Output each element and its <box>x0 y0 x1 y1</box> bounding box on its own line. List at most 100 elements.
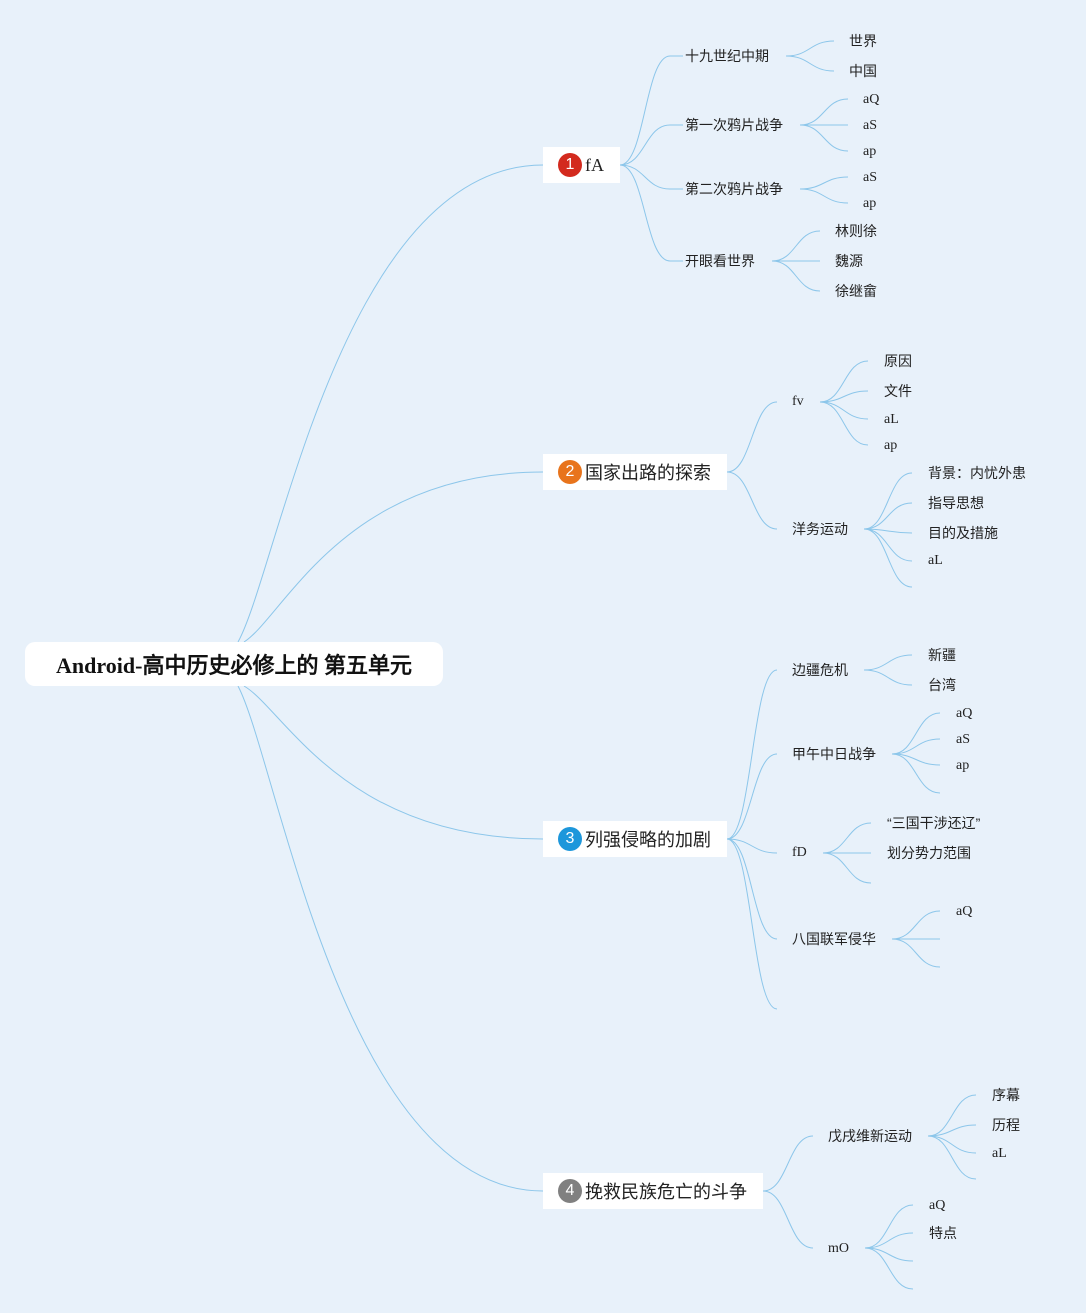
subtopic-node[interactable]: mO <box>828 1241 849 1256</box>
subtopic-node[interactable]: 边疆危机 <box>792 662 848 678</box>
branch-4[interactable]: 4 挽救民族危亡的斗争 <box>543 1173 763 1209</box>
root-connector-line <box>243 471 544 643</box>
connector-line <box>864 1204 914 1249</box>
leaf-node[interactable]: ap <box>863 196 877 211</box>
connector-line <box>619 55 671 166</box>
branch-3[interactable]: 3 列强侵略的加剧 <box>543 821 727 857</box>
subtopic-node[interactable]: 十九世纪中期 <box>685 48 769 64</box>
leaf-node[interactable]: 序幕 <box>992 1087 1020 1103</box>
connector-line <box>863 669 913 686</box>
leaf-node[interactable]: aQ <box>956 904 973 919</box>
leaf-node[interactable]: 原因 <box>884 353 912 369</box>
leaf-node[interactable]: 目的及措施 <box>928 525 998 541</box>
subtopic-node[interactable]: 甲午中日战争 <box>792 746 876 762</box>
leaf-node[interactable]: aQ <box>863 92 880 107</box>
root-connector-line <box>237 164 544 643</box>
root-connector-line <box>237 685 544 1192</box>
leaf-node[interactable]: aL <box>884 412 899 427</box>
leaf-node[interactable]: 徐继畲 <box>835 283 877 299</box>
leaf-node[interactable]: aL <box>928 553 943 568</box>
connector-line <box>863 654 913 671</box>
branch-4-label: 挽救民族危亡的斗争 <box>585 1182 747 1202</box>
leaf-node[interactable]: ap <box>956 758 970 773</box>
connector-line <box>864 1247 914 1290</box>
subtopic-node[interactable]: 洋务运动 <box>792 521 848 537</box>
subtopic-node[interactable]: fD <box>792 845 807 860</box>
connector-line <box>819 401 869 420</box>
connector-line <box>822 822 872 854</box>
connector-line <box>726 838 778 940</box>
leaf-node[interactable]: aS <box>956 732 970 747</box>
connector-line <box>799 98 849 126</box>
subtopic-node[interactable]: fv <box>792 394 804 409</box>
connector-line <box>799 176 849 190</box>
connector-line <box>864 1232 914 1249</box>
connector-line <box>771 260 821 292</box>
connector-line <box>726 753 778 840</box>
leaf-node[interactable]: “三国干涉还辽” <box>887 815 981 831</box>
connector-line <box>799 124 849 152</box>
connector-line <box>863 528 913 562</box>
connector-line <box>891 712 941 755</box>
leaf-node[interactable]: ap <box>884 438 898 453</box>
leaf-node[interactable]: 台湾 <box>928 677 956 693</box>
leaf-node[interactable]: 指导思想 <box>928 495 984 511</box>
leaf-node[interactable]: 林则徐 <box>835 223 877 239</box>
leaf-node[interactable]: 魏源 <box>835 253 863 269</box>
leaf-node[interactable]: 划分势力范围 <box>887 845 971 861</box>
leaf-node[interactable]: ap <box>863 144 877 159</box>
branch-3-label: 列强侵略的加剧 <box>585 830 711 850</box>
leaf-node[interactable]: 中国 <box>849 63 877 79</box>
leaf-node[interactable]: 背景：内忧外患 <box>928 465 1026 481</box>
leaf-node[interactable]: aS <box>863 118 877 133</box>
connector-line <box>726 838 778 854</box>
connector-line <box>863 502 913 530</box>
connector-line <box>619 164 671 190</box>
leaf-node[interactable]: aQ <box>956 706 973 721</box>
leaf-node[interactable]: 历程 <box>992 1117 1020 1133</box>
number-4-badge-icon: 4 <box>558 1179 582 1203</box>
connector-line <box>726 401 778 473</box>
leaf-node[interactable]: 世界 <box>849 33 877 49</box>
subtopic-node[interactable]: 戊戌维新运动 <box>828 1128 912 1144</box>
connector-line <box>785 40 835 57</box>
subtopic-node[interactable]: 开眼看世界 <box>685 253 755 269</box>
number-1-badge-icon: 1 <box>558 153 582 177</box>
connector-line <box>819 401 869 446</box>
leaf-node[interactable]: aS <box>863 170 877 185</box>
leaf-node[interactable]: 特点 <box>929 1225 957 1241</box>
connector-line <box>927 1135 977 1180</box>
connector-line <box>619 124 671 166</box>
leaf-node[interactable]: aL <box>992 1146 1007 1161</box>
connector-line <box>927 1124 977 1137</box>
subtopic-node[interactable]: 八国联军侵华 <box>792 931 876 947</box>
number-3-badge-icon: 3 <box>558 827 582 851</box>
connector-line <box>863 528 913 588</box>
connector-line <box>785 55 835 72</box>
root-connector-line <box>243 685 544 840</box>
connector-line <box>726 669 778 840</box>
connector-line <box>891 938 941 968</box>
branch-1[interactable]: 1 fA <box>543 147 620 183</box>
subtopic-node[interactable]: 第二次鸦片战争 <box>685 181 783 197</box>
connector-line <box>891 910 941 940</box>
connector-line <box>726 471 778 530</box>
connector-line <box>863 472 913 530</box>
leaf-node[interactable]: 文件 <box>884 383 912 399</box>
branch-2[interactable]: 2 国家出路的探索 <box>543 454 727 490</box>
connector-line <box>771 230 821 262</box>
root-topic[interactable]: Android-高中历史必修上的 第五单元 <box>25 642 443 686</box>
subtopic-node[interactable]: 第一次鸦片战争 <box>685 117 783 133</box>
connector-line <box>799 188 849 204</box>
connector-line <box>619 164 671 262</box>
connector-line <box>726 838 778 1010</box>
connector-line <box>819 360 869 403</box>
connector-line <box>891 753 941 794</box>
leaf-node[interactable]: aQ <box>929 1198 946 1213</box>
connector-line <box>819 390 869 403</box>
connector-line <box>762 1135 814 1192</box>
connector-line <box>762 1190 814 1249</box>
leaf-node[interactable]: 新疆 <box>928 647 956 663</box>
